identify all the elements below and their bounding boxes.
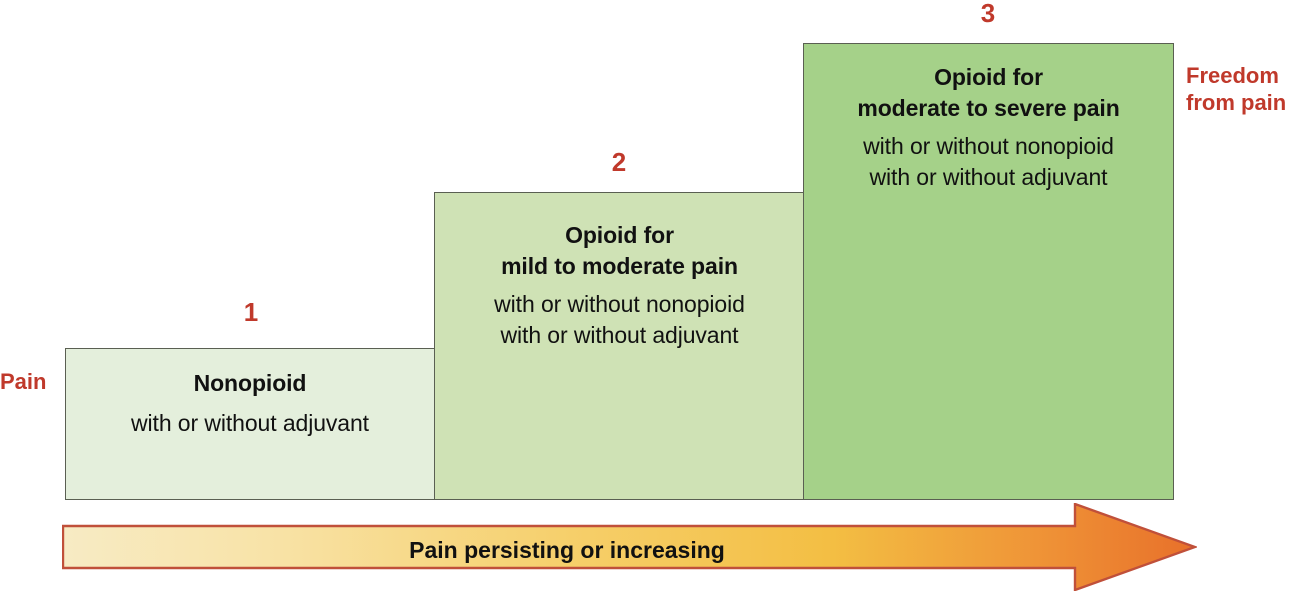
step-box-1-title: Nonopioid bbox=[193, 370, 307, 396]
step-box-3-text: Opioid for moderate to severe pain with … bbox=[804, 44, 1173, 193]
pain-label: Pain bbox=[0, 369, 47, 394]
step-box-3-title-line2: moderate to severe pain bbox=[857, 95, 1120, 121]
step-box-2-text: Opioid for mild to moderate pain with or… bbox=[435, 193, 804, 351]
step-box-3-title-line1: Opioid for bbox=[934, 64, 1043, 90]
step-box-1-text: Nonopioid with or without adjuvant bbox=[66, 349, 434, 439]
arrow-right-icon bbox=[62, 503, 1197, 591]
pain-progression-arrow: Pain persisting or increasing bbox=[62, 503, 1197, 591]
step-box-2-title-line2: mild to moderate pain bbox=[501, 253, 738, 279]
step-box-2-sub-line2: with or without adjuvant bbox=[500, 322, 739, 348]
step-number-3: 3 bbox=[980, 0, 996, 28]
step-box-3-sub-line2: with or without adjuvant bbox=[869, 164, 1108, 190]
freedom-label-line2: from pain bbox=[1186, 90, 1287, 115]
freedom-label-line1: Freedom bbox=[1186, 63, 1279, 88]
step-box-1: Nonopioid with or without adjuvant bbox=[65, 348, 435, 500]
step-box-2-sub-line1: with or without nonopioid bbox=[494, 291, 745, 317]
step-number-2: 2 bbox=[611, 147, 627, 177]
step-box-3: Opioid for moderate to severe pain with … bbox=[803, 43, 1174, 500]
freedom-from-pain-label: Freedom from pain bbox=[1186, 62, 1299, 116]
step-number-1: 1 bbox=[243, 297, 259, 327]
step-box-2: Opioid for mild to moderate pain with or… bbox=[434, 192, 805, 500]
step-box-3-sub-line1: with or without nonopioid bbox=[863, 133, 1114, 159]
step-box-1-sub-line1: with or without adjuvant bbox=[131, 410, 369, 436]
step-box-2-title-line1: Opioid for bbox=[565, 222, 674, 248]
